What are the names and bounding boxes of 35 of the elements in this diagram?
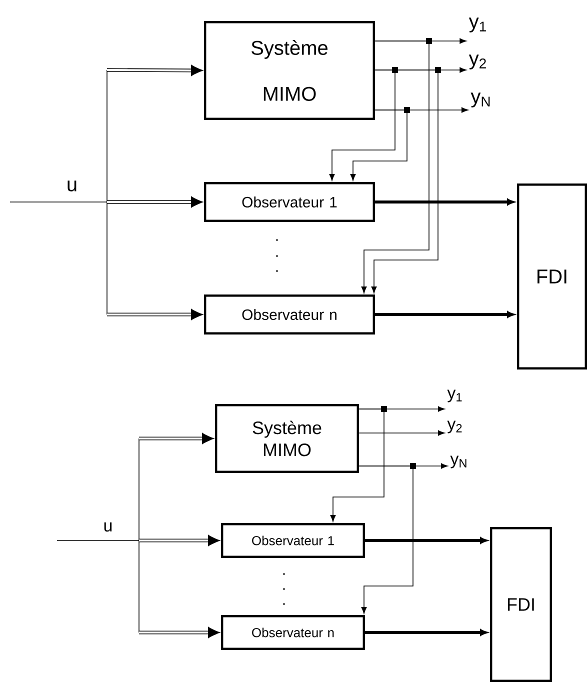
input-label: u xyxy=(68,180,76,192)
arrow xyxy=(107,308,204,320)
arrow xyxy=(375,198,514,206)
arrow xyxy=(365,537,488,544)
arrow xyxy=(365,629,488,636)
signal-label: y$_{2}$ xyxy=(447,420,462,434)
signal-label: y$_{N}$ xyxy=(470,92,490,108)
process-box: Système MIMO xyxy=(204,21,375,120)
process-box: Observateur n xyxy=(204,294,375,334)
arrow xyxy=(107,64,204,76)
arrow xyxy=(329,67,398,181)
arrow xyxy=(371,67,441,294)
arrow xyxy=(375,311,514,318)
signal-label: y$_{1}$ xyxy=(468,18,486,32)
arrow xyxy=(139,432,214,444)
arrow xyxy=(358,463,416,614)
process-box: Système MIMO xyxy=(215,404,359,473)
process-box: FDI xyxy=(517,184,587,370)
arrow xyxy=(358,430,445,436)
process-box: Observateur n xyxy=(221,615,365,650)
input-label: u xyxy=(104,522,112,532)
signal-label: y$_{2}$ xyxy=(468,54,486,70)
input-line xyxy=(10,70,108,315)
arrow xyxy=(330,406,387,522)
signal-label: y$_{1}$ xyxy=(447,390,462,402)
process-box: Observateur 1 xyxy=(221,523,365,558)
arrow xyxy=(107,196,204,208)
arrow xyxy=(139,626,220,638)
arrow xyxy=(139,534,220,546)
arrow xyxy=(361,38,432,294)
process-box: FDI xyxy=(490,527,552,682)
process-box: Observateur 1 xyxy=(204,182,375,222)
signal-label: y$_{N}$ xyxy=(450,456,466,468)
input-line xyxy=(56,438,140,633)
arrow xyxy=(350,107,410,181)
